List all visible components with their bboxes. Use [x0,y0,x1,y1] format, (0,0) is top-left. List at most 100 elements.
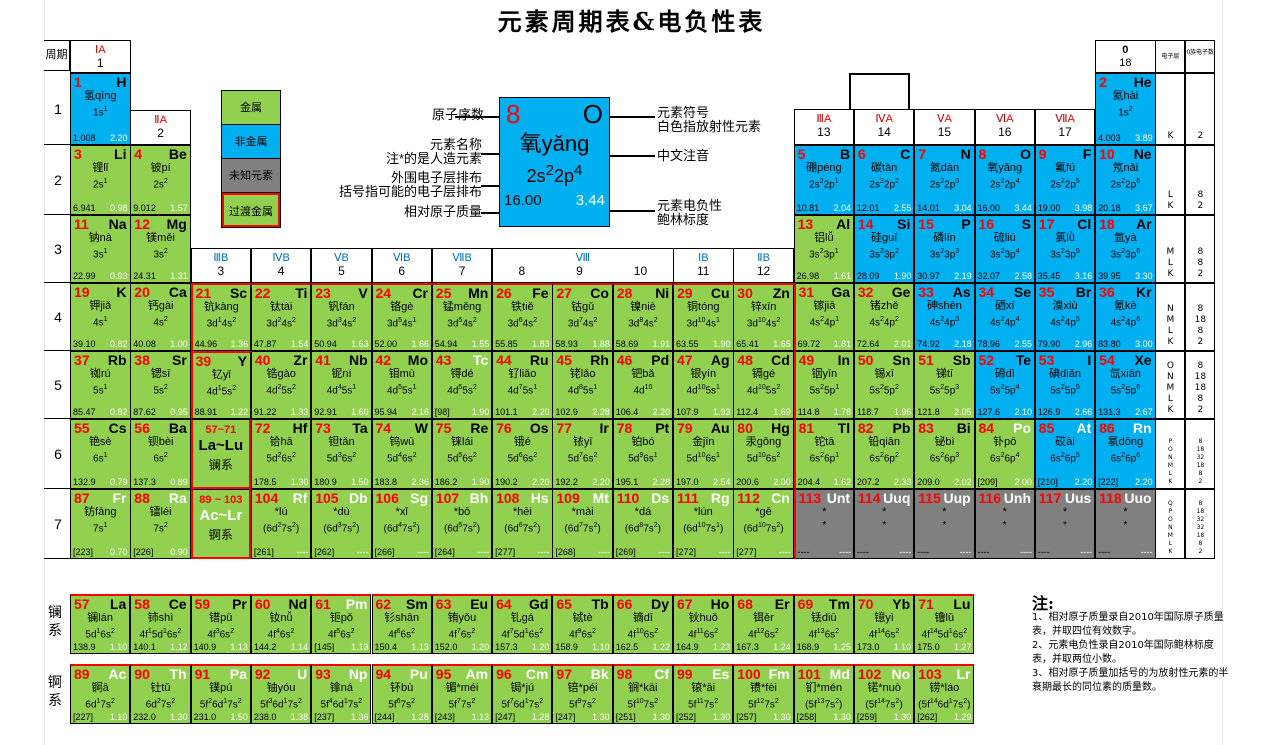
element-cf[interactable]: 98Cf锎*kāi5f107s2[251]1.30 [612,664,673,724]
element-lu[interactable]: 71Lu镥lǔ4f145d16s2175.01.27 [914,594,975,654]
element-br[interactable]: 35Br溴xiù4s24p579.902.96 [1034,283,1096,351]
element-xe[interactable]: 54Xe氙xiān5s25p6131.32.67 [1095,351,1156,419]
actinide-placeholder[interactable]: 89 ~ 103Ac~Lr锕系 [190,489,252,559]
element-sr[interactable]: 38Sr锶sī5s287.620.95 [130,351,191,419]
element-o[interactable]: 8O氧yǎng2s22p416.003.44 [974,145,1035,215]
element-ti[interactable]: 22Ti钛tài3d24s247.871.54 [250,283,312,351]
element-tc[interactable]: 43Tc锝dé4d55s2[98]1.90 [431,351,493,419]
element-dy[interactable]: 66Dy镝dī4f106s2162.51.22 [612,594,673,654]
element-i[interactable]: 53I碘diǎn5s25p5126.92.66 [1034,351,1096,419]
element-li[interactable]: 3Li锂lǐ2s16.9410.98 [70,145,131,215]
element-ba[interactable]: 56Ba钡bèi6s2137.30.89 [130,419,191,489]
element-bi[interactable]: 83Bi铋bì6s26p3209.02.02 [914,419,975,489]
element-os[interactable]: 76Os锇é5d66s2190.22.20 [492,419,553,489]
element-ce[interactable]: 58Ce铈shì4f15d16s2140.11.12 [130,594,191,654]
element-ga[interactable]: 31Ga镓jiā4s24p169.721.81 [793,283,855,351]
element-na[interactable]: 11Na钠nà3s122.990.93 [70,215,131,283]
element-fr[interactable]: 87Fr钫fāng7s1[223]0.70 [70,489,131,559]
element-y[interactable]: 39Y钇yǐ4d15s288.911.22 [190,351,252,419]
element-mt[interactable]: 109Mt*mài(6d77s2)[268]---- [552,489,613,559]
element-he[interactable]: 2He氦hài1s24.0033.89 [1095,73,1156,145]
element-po[interactable]: 84Po钋pō6s26p4[209]2.00 [974,419,1035,489]
element-pb[interactable]: 82Pb铅qiān6s26p2207.22.33 [853,419,915,489]
element-ag[interactable]: 47Ag银yín4d105s1107.91.93 [673,351,734,419]
element-pa[interactable]: 91Pa镤pú5f26d17s2231.01.50 [190,664,251,724]
element-c[interactable]: 6C碳tàn2s22p212.012.55 [853,145,915,215]
element-np[interactable]: 93Np镎ná5f46d17s2[237]1.36 [311,664,372,724]
element-db[interactable]: 105Db*dù(6d37s2)[262]---- [311,489,372,559]
element-bk[interactable]: 97Bk锫*péi5f97s2[247]1.30 [552,664,613,724]
element-es[interactable]: 99Es锿*āi5f117s2[252]1.30 [673,664,734,724]
lanthanide-placeholder[interactable]: 57~71La~Lu镧系 [190,419,252,489]
element-rb[interactable]: 37Rb铷rú5s185.470.82 [70,351,131,419]
element-sn[interactable]: 50Sn锡xī5s25p2118.71.96 [853,351,915,419]
element-zr[interactable]: 40Zr锆gào4d25s291.221.33 [250,351,312,419]
element-am[interactable]: 95Am镅*méi5f77s2[243]1.13 [431,664,493,724]
element-ne[interactable]: 10Ne氖nǎi2s22p620.183.67 [1095,145,1156,215]
element-v[interactable]: 23V钒fán3d34s250.941.63 [311,283,372,351]
element-s[interactable]: 16S硫liú3s23p432.072.58 [974,215,1035,283]
element-er[interactable]: 68Er铒ěr4f126s2167.31.24 [733,594,794,654]
element-pd[interactable]: 46Pd钯bǎ4d10106.42.20 [612,351,674,419]
element-ir[interactable]: 77Ir铱yī5d76s2192.22.20 [552,419,613,489]
element-ge[interactable]: 32Ge锗zhě4s24p272.642.01 [853,283,915,351]
element-sb[interactable]: 51Sb锑tī5s25p3121.82.05 [914,351,975,419]
element-b[interactable]: 5B硼péng2s22p110.812.04 [793,145,855,215]
element-uup[interactable]: 115Uup**-------- [914,489,975,559]
element-ni[interactable]: 28Ni镍niè3d84s258.691.91 [612,283,674,351]
element-cn[interactable]: 112Cn*gē(6d107s2)[277]---- [733,489,794,559]
element-pu[interactable]: 94Pu钚bù5f67s2[244]1.28 [371,664,432,724]
element-co[interactable]: 27Co钴gǔ3d74s258.931.88 [552,283,613,351]
element-f[interactable]: 9F氟fú2s22p519.003.98 [1034,145,1096,215]
element-eu[interactable]: 63Eu铕yǒu4f76s2152.01.20 [431,594,493,654]
element-no[interactable]: 102No锘*nuò(5f147s2)[259]1.30 [853,664,915,724]
element-be[interactable]: 4Be铍pí2s29.0121.57 [130,145,191,215]
element-cs[interactable]: 55Cs铯sè6s1132.90.79 [70,419,131,489]
element-gd[interactable]: 64Gd钆gá4f75d16s2157.31.20 [492,594,553,654]
element-tm[interactable]: 69Tm铥diū4f136s2168.91.25 [793,594,854,654]
element-at[interactable]: 85At砹ài6s26p5[210]2.20 [1034,419,1096,489]
element-cr[interactable]: 24Cr铬gè3d54s152.001.66 [371,283,432,351]
element-ra[interactable]: 88Ra镭léi7s2[226]0.90 [130,489,191,559]
element-as[interactable]: 33As砷shēn4s24p374.922.18 [914,283,975,351]
element-pm[interactable]: 61Pm钷pǒ4f56s2[145]1.13 [311,594,372,654]
element-sc[interactable]: 21Sc钪kàng3d14s244.961.36 [190,283,252,351]
element-ac[interactable]: 89Ac锕ā6d17s2[227]1.10 [70,664,131,724]
element-fe[interactable]: 26Fe铁tiě3d64s255.851.83 [492,283,553,351]
element-la[interactable]: 57La镧lán5d16s2138.91.10 [70,594,131,654]
element-tb[interactable]: 65Tb铽tè4f96s2158.91.10 [552,594,613,654]
element-rf[interactable]: 104Rf*lú(6d27s2)[261]---- [250,489,312,559]
element-k[interactable]: 19K钾jiǎ4s139.100.82 [70,283,131,351]
element-uuq[interactable]: 114Uuq**-------- [853,489,915,559]
element-h[interactable]: 1H氢qīng1s11.0082.20 [70,73,131,145]
element-n[interactable]: 7N氮dàn2s22p314.013.04 [914,145,975,215]
element-tl[interactable]: 81Tl铊tā6s26p1204.41.62 [793,419,855,489]
element-mo[interactable]: 42Mo钼mù4d55s195.942.16 [371,351,432,419]
element-rg[interactable]: 111Rg*lún(6d107s1)[272]---- [673,489,734,559]
element-mg[interactable]: 12Mg镁měi3s224.311.31 [130,215,191,283]
element-yb[interactable]: 70Yb镱yì4f146s2173.01.10 [853,594,915,654]
element-hg[interactable]: 80Hg汞gǒng5d106s2200.62.00 [733,419,794,489]
element-ds[interactable]: 110Ds*dá(6d87s2)[269]---- [612,489,674,559]
element-kr[interactable]: 36Kr氪kè4s24p683.803.00 [1095,283,1156,351]
element-ca[interactable]: 20Ca钙gài4s240.081.00 [130,283,191,351]
element-mn[interactable]: 25Mn锰měng3d54s254.941.55 [431,283,493,351]
element-zn[interactable]: 30Zn锌xīn3d104s265.411.65 [733,283,794,351]
element-hs[interactable]: 108Hs*hēi(6d67s2)[277]---- [492,489,553,559]
element-pr[interactable]: 59Pr镨pǔ4f36s2140.91.13 [190,594,251,654]
element-si[interactable]: 14Si硅guī3s23p228.091.90 [853,215,915,283]
element-rn[interactable]: 86Rn氡dōng6s26p6[222]2.20 [1095,419,1156,489]
element-ho[interactable]: 67Ho钬huǒ4f116s2164.91.23 [673,594,734,654]
element-pt[interactable]: 78Pt铂bó5d96s1195.12.28 [612,419,674,489]
element-cd[interactable]: 48Cd镉gé4d105s2112.41.69 [733,351,794,419]
element-cl[interactable]: 17Cl氯lǜ3s23p535.453.16 [1034,215,1096,283]
element-bh[interactable]: 107Bh*bō(6d57s2)[264]---- [431,489,493,559]
element-re[interactable]: 75Re铼lái5d56s2186.21.90 [431,419,493,489]
element-p[interactable]: 15P磷lín3s23p330.972.19 [914,215,975,283]
element-in[interactable]: 49In铟yīn5s25p1114.81.78 [793,351,855,419]
element-uuo[interactable]: 118Uuo**-------- [1095,489,1156,559]
element-ar[interactable]: 18Ar氩yà3s23p639.953.30 [1095,215,1156,283]
element-sm[interactable]: 62Sm钐shān4f66s2150.41.13 [371,594,432,654]
element-th[interactable]: 90Th钍tǔ6d27s2232.01.30 [130,664,191,724]
element-ru[interactable]: 44Ru钌liǎo4d75s1101.12.20 [492,351,553,419]
